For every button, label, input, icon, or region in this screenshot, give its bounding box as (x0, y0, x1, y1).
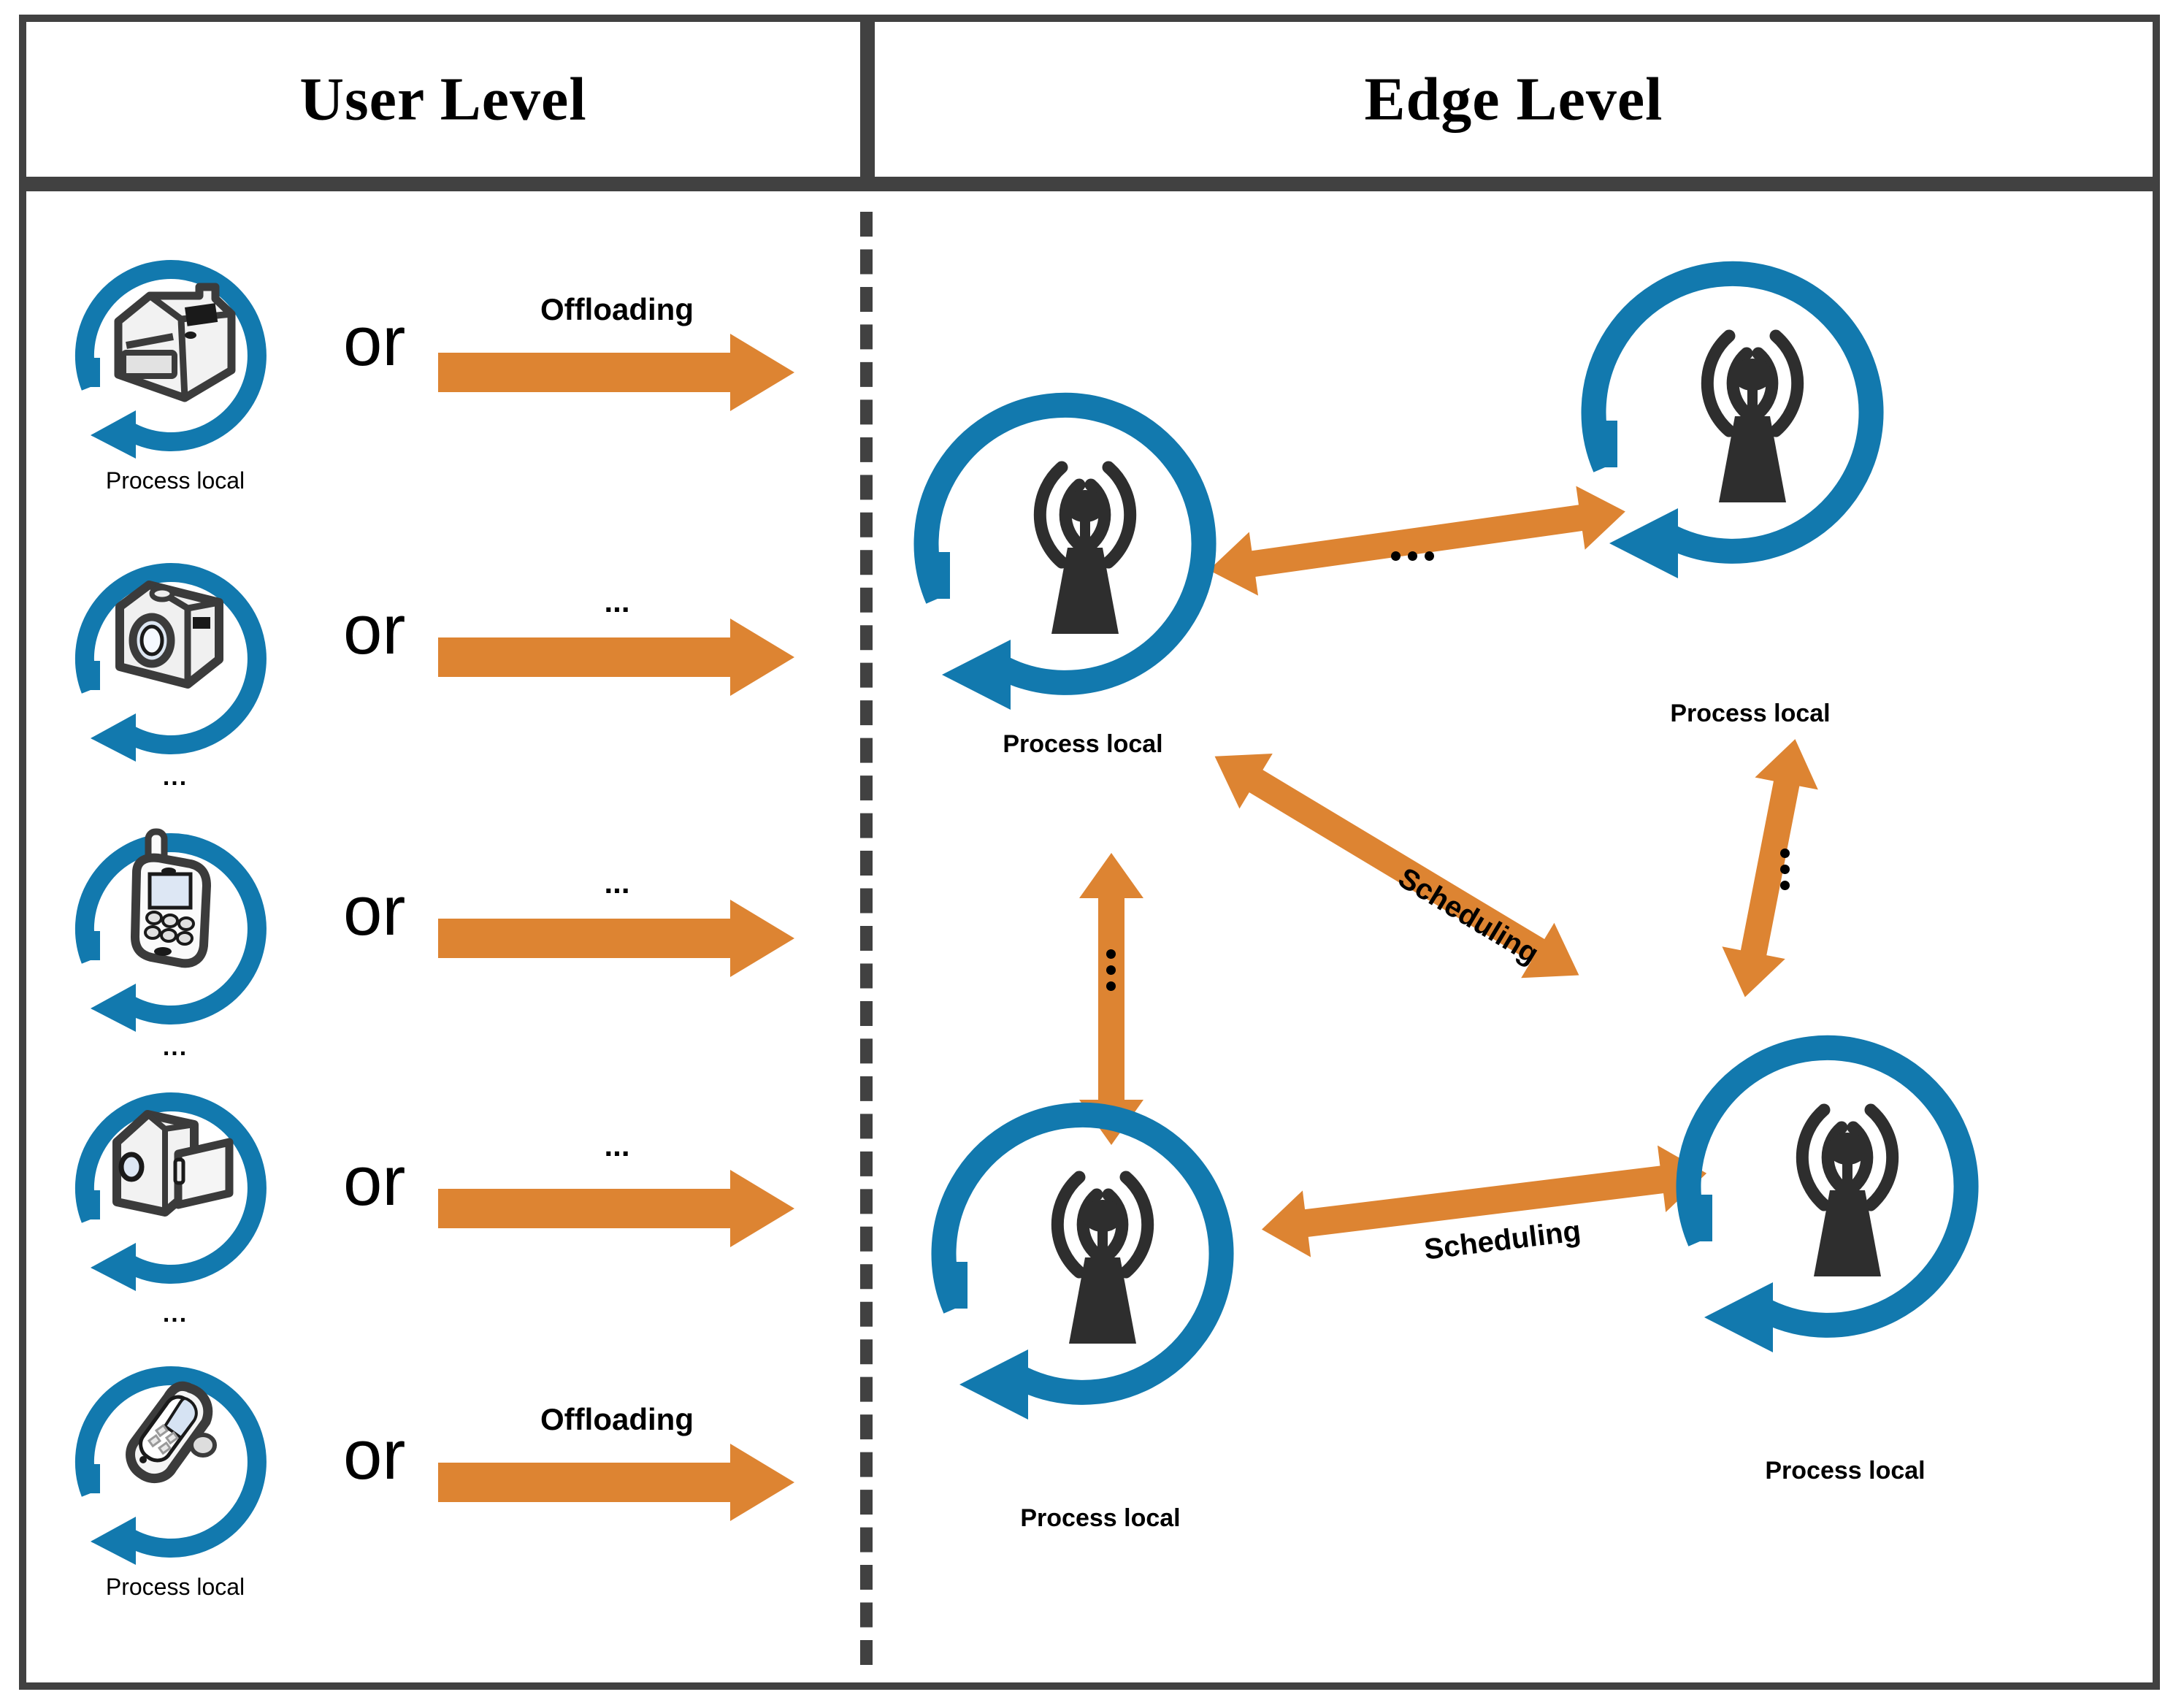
cycle-arrow-icon (1581, 261, 1884, 578)
cycle-label: Process local (105, 467, 245, 494)
cellphone-icon (131, 828, 211, 968)
cycle-label: Process local (105, 1574, 245, 1600)
bs-top-left: Process local (911, 380, 1254, 758)
user-level-header-box: User Level (19, 15, 867, 184)
user-row-5: Process local (66, 1355, 285, 1600)
diagram-body-box (19, 184, 2160, 1690)
or-label-2: or (343, 591, 406, 669)
camera-icon (115, 581, 223, 689)
link-right-vert (1701, 738, 1847, 1000)
cycle-arrow-icon (74, 1092, 267, 1291)
bs-bottom-left: Process local (929, 1089, 1272, 1532)
flipphone-icon (126, 1381, 217, 1484)
offloading-label-5: Offloading (540, 1402, 694, 1436)
cycle-arrow-icon (931, 1102, 1234, 1420)
offloading-arrow-1 (438, 332, 796, 413)
offloading-label-2: ... (604, 584, 630, 619)
offloading-arrow-5 (438, 1442, 796, 1523)
offloading-arrow-2 (438, 617, 796, 697)
offloading-label-3: ... (604, 865, 630, 900)
user-level-title: User Level (299, 65, 587, 134)
base-station-icon (1033, 461, 1137, 634)
or-label-4: or (343, 1142, 406, 1220)
level-divider (860, 212, 873, 1665)
user-row-1: Process local (66, 248, 285, 494)
offloading-label-4: ... (604, 1128, 630, 1163)
cycle-label: Process local (1020, 1504, 1181, 1532)
cycle-label: ... (162, 1033, 188, 1061)
or-label-3: or (343, 872, 406, 950)
cycle-label: ... (162, 763, 188, 791)
link-diagonal (1214, 738, 1723, 1044)
printer-icon (114, 283, 236, 402)
link-left-vert (1057, 853, 1196, 1145)
cycle-label: Process local (1003, 730, 1163, 758)
bs-bottom-right: Process local (1674, 1022, 2017, 1485)
or-label-5: or (343, 1416, 406, 1494)
cycle-arrow-icon (74, 833, 267, 1032)
base-station-icon (1051, 1171, 1154, 1344)
offloading-label-1: Offloading (540, 292, 694, 326)
edge-level-header-box: Edge Level (867, 15, 2160, 184)
base-station-icon (1796, 1103, 1899, 1276)
edge-level-title: Edge Level (1364, 65, 1663, 134)
cycle-label: Process local (1670, 700, 1831, 727)
offloading-arrow-3 (438, 898, 796, 979)
camcorder-icon (112, 1110, 234, 1217)
link-top-dots (1391, 551, 1434, 561)
bs-top-right: Process local (1579, 248, 1922, 727)
link-bottom (1261, 1145, 1716, 1285)
link-top (1208, 486, 1634, 621)
cycle-label: ... (162, 1300, 188, 1328)
offloading-arrow-4 (438, 1168, 796, 1249)
link-left-vert-dots (1106, 949, 1116, 991)
cycle-arrow-icon (1676, 1035, 1979, 1352)
cycle-label: Process local (1765, 1457, 1926, 1485)
or-label-1: or (343, 302, 406, 380)
base-station-icon (1701, 329, 1804, 502)
user-row-3: ... (66, 822, 285, 1061)
cycle-arrow-icon (74, 260, 267, 459)
cycle-arrow-icon (74, 1366, 267, 1565)
cycle-arrow-icon (74, 563, 267, 762)
user-row-2: ... (66, 551, 285, 791)
link-right-vert-dots (1780, 849, 1790, 890)
cycle-arrow-icon (913, 392, 1216, 710)
user-row-4: ... (66, 1081, 285, 1328)
